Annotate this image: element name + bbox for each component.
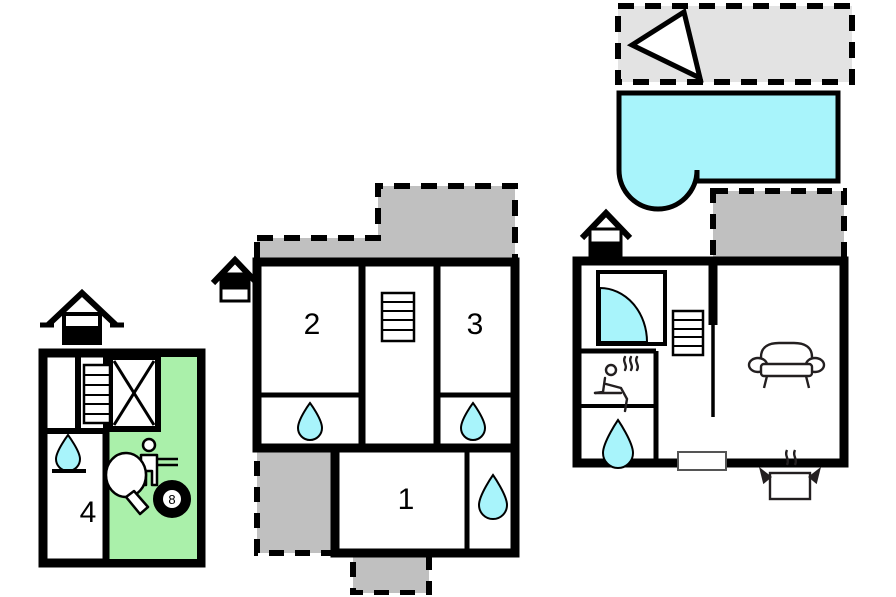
room-label-1: 1: [397, 483, 415, 516]
house-entrance-icon: [210, 255, 260, 303]
sofa-icon: [747, 341, 826, 389]
water-drop-icon: [601, 418, 635, 469]
cooking-pot-icon: [758, 449, 822, 501]
room-label-3: 3: [466, 308, 484, 341]
roof-terrace-area: [612, 0, 858, 90]
water-drop-icon: [477, 473, 509, 520]
swimming-pool-shape: [616, 90, 841, 212]
building-middle: 2 3 1: [205, 175, 530, 595]
sauna-icon: [593, 355, 640, 413]
terrace-middle-top: [254, 183, 518, 265]
swimming-pool: [614, 88, 844, 212]
room-label-2: 2: [303, 308, 321, 341]
billiard-8-ball-icon: 8: [153, 480, 191, 518]
stairs-icon: [671, 309, 705, 357]
stairs-icon: [380, 291, 416, 343]
stairs-icon: [82, 363, 112, 425]
room-label-4: 4: [79, 496, 97, 529]
billiard-ball-number: 8: [168, 492, 175, 507]
terrace-middle-bottom: [350, 550, 432, 595]
front-door-marker: [677, 451, 727, 471]
building-left: 8 4: [38, 283, 218, 568]
table-tennis-icon: [104, 451, 150, 516]
terrace-middle-left: [254, 445, 338, 556]
house-entrance-icon: [40, 288, 124, 345]
water-drop-icon: [459, 401, 487, 441]
house-entrance-icon: [579, 208, 633, 259]
building-right: [565, 180, 855, 570]
water-drop-icon: [296, 401, 324, 441]
terrace-right-top: [710, 188, 847, 264]
shower-quarter-icon: [596, 270, 667, 346]
sail-triangle-icon: [626, 8, 704, 83]
